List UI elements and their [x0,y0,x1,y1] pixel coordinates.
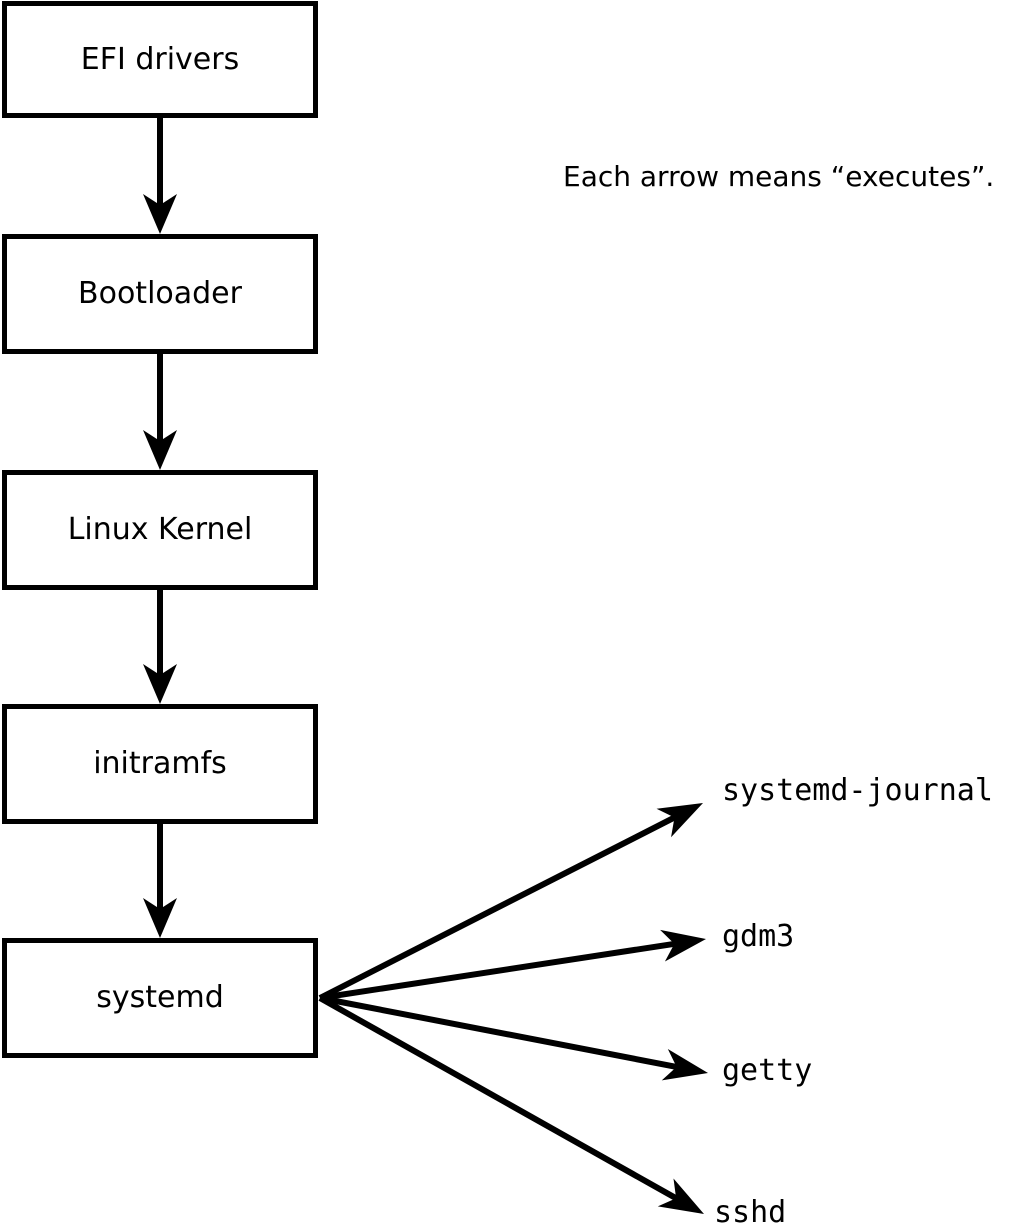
chain-arrow-head-initramfs-to-systemd [143,898,177,938]
chain-arrow-head-efi-to-bootloader [143,194,177,234]
service-label-systemd-journal[interactable]: systemd-journal [722,773,993,808]
fanout-arrow-head-sshd [657,1178,704,1214]
fanout-arrow-group [318,803,708,1214]
service-label-sshd[interactable]: sshd [714,1195,787,1230]
node-box-initramfs[interactable]: initramfs [2,704,318,824]
node-label-bootloader: Bootloader [78,276,242,311]
node-label-efi-drivers: EFI drivers [80,41,240,77]
chain-arrow-head-bootloader-to-kernel [143,430,177,470]
node-label-linux-kernel: Linux Kernel [67,512,253,547]
service-label-getty[interactable]: getty [722,1053,813,1088]
fanout-arrow-head-gdm3 [660,929,706,962]
node-box-systemd[interactable]: systemd [2,938,318,1058]
fanout-arrow-line-systemd-journal [318,813,678,1001]
fanout-arrow-head-getty [661,1048,708,1081]
node-box-bootloader[interactable]: Bootloader [2,234,318,354]
fanout-arrow-line-gdm3 [319,940,677,1001]
legend-caption: Each arrow means “executes”. [563,160,995,193]
service-label-gdm3[interactable]: gdm3 [722,919,795,954]
node-box-efi-drivers[interactable]: EFI drivers [2,1,318,118]
node-box-linux-kernel[interactable]: Linux Kernel [2,470,318,590]
node-label-systemd: systemd [96,980,224,1015]
chain-arrow-head-kernel-to-initramfs [143,664,177,704]
fanout-arrow-head-systemd-journal [656,803,703,838]
node-label-initramfs: initramfs [93,746,227,781]
fanout-arrow-line-sshd [318,995,680,1202]
fanout-arrow-line-getty [319,995,680,1071]
